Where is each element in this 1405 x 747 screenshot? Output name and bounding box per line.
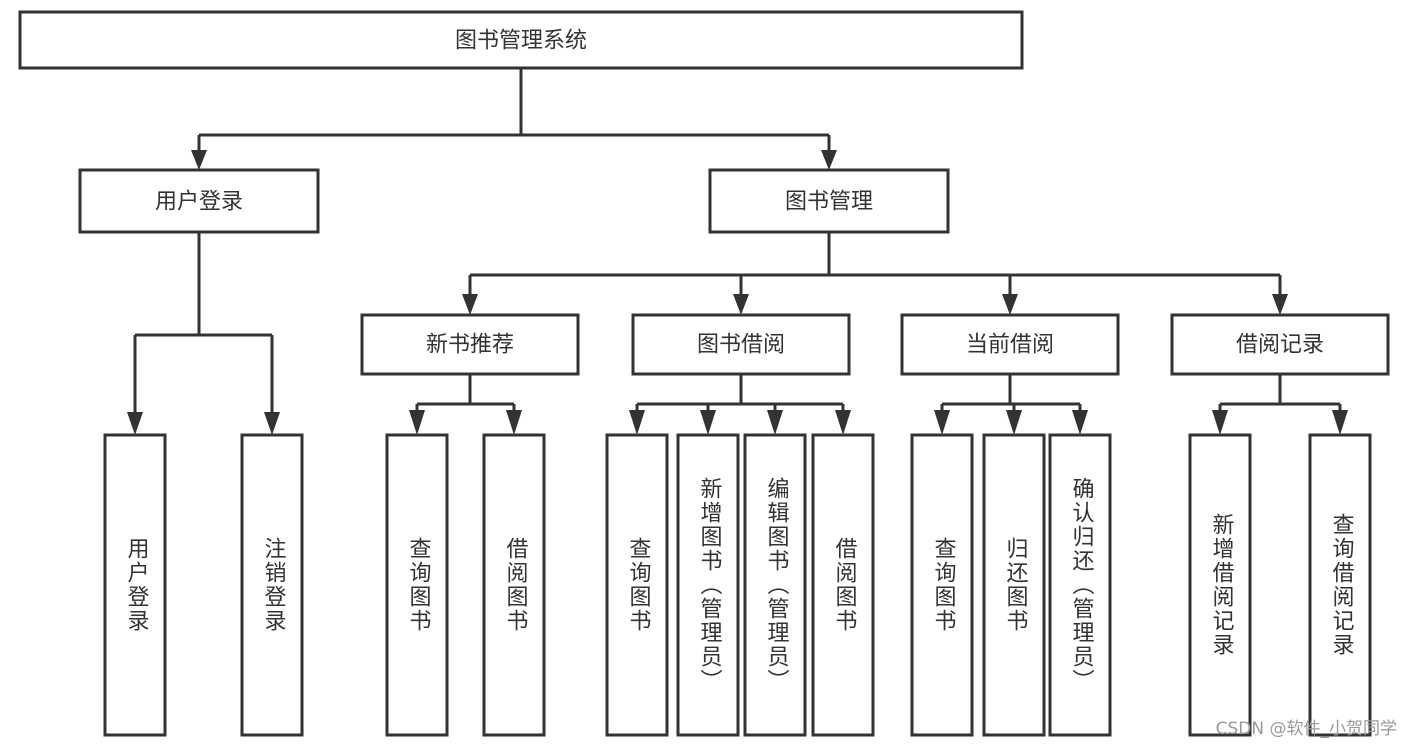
leaf-node-cur-confirm-return-box[interactable] (1048, 433, 1112, 737)
leaf-node-user-logout-box[interactable] (240, 433, 304, 737)
arrow-head-leaf-rec-query-record (1332, 410, 1348, 435)
leaf-node-borrow-edit-book[interactable]: 编辑图书（管理员） (743, 433, 807, 737)
leaf-node-cur-return-book-box[interactable] (982, 433, 1046, 737)
leaf-node-user-login[interactable]: 用户登录 (103, 433, 167, 737)
node-book-borrow-label: 图书借阅 (697, 333, 785, 358)
leaf-node-borrow-query-book-box[interactable] (605, 433, 669, 737)
leaf-node-borrow-add-book-box[interactable] (676, 433, 740, 737)
node-root-label: 图书管理系统 (455, 29, 587, 54)
leaf-node-borrow-edit-book-box[interactable] (743, 433, 807, 737)
node-user-login-label: 用户登录 (155, 190, 243, 215)
node-book-borrow[interactable]: 图书借阅 (631, 313, 851, 376)
leaf-node-borrow-query-book[interactable]: 查询图书 (605, 433, 669, 737)
arrow-head-leaf-rec-borrow-book (506, 410, 522, 435)
leaf-node-cur-return-book-label: 归还图书 (1003, 537, 1029, 633)
leaf-node-rec-add-record[interactable]: 新增借阅记录 (1188, 433, 1252, 737)
leaf-node-rec-add-record-box[interactable] (1188, 433, 1252, 737)
arrow-head-leaf-user-login (127, 412, 143, 435)
arrow-head-leaf-rec-add-record (1212, 410, 1228, 435)
leaf-node-user-login-label: 用户登录 (124, 537, 150, 633)
node-new-book-rec-box[interactable] (360, 313, 580, 376)
leaf-node-rec-query-record[interactable]: 查询借阅记录 (1308, 433, 1372, 737)
node-new-book-rec[interactable]: 新书推荐 (360, 313, 580, 376)
leaf-node-cur-query-book-box[interactable] (910, 433, 974, 737)
arrow-head-leaf-cur-return-book (1006, 410, 1022, 435)
leaf-node-cur-return-book[interactable]: 归还图书 (982, 433, 1046, 737)
node-borrow-record-label: 借阅记录 (1236, 333, 1324, 358)
arrow-head-new-book-rec (462, 294, 478, 315)
arrow-head-leaf-rec-query-book (409, 410, 425, 435)
node-book-manage[interactable]: 图书管理 (708, 168, 950, 234)
node-book-manage-box[interactable] (708, 168, 950, 234)
leaf-node-cur-query-book[interactable]: 查询图书 (910, 433, 974, 737)
node-current-borrow-box[interactable] (900, 313, 1120, 376)
leaf-node-borrow-borrow-book-box[interactable] (811, 433, 875, 737)
arrow-head-leaf-borrow-borrow-book (835, 410, 851, 435)
node-current-borrow[interactable]: 当前借阅 (900, 313, 1120, 376)
leaf-node-cur-confirm-return-label: 确认归还（管理员） (1069, 477, 1095, 693)
arrow-head-leaf-cur-confirm-return (1072, 410, 1088, 435)
leaf-node-rec-query-book[interactable]: 查询图书 (385, 433, 449, 737)
node-book-manage-label: 图书管理 (785, 190, 873, 215)
node-root-box[interactable] (18, 10, 1024, 70)
arrow-head-leaf-user-logout (264, 412, 280, 435)
arrow-head-leaf-cur-query-book (934, 410, 950, 435)
node-book-borrow-box[interactable] (631, 313, 851, 376)
arrow-head-current-borrow (1002, 294, 1018, 315)
leaf-node-user-logout[interactable]: 注销登录 (240, 433, 304, 737)
arrow-head-leaf-borrow-add-book (700, 410, 716, 435)
leaf-node-user-login-box[interactable] (103, 433, 167, 737)
leaf-node-borrow-add-book-label: 新增图书（管理员） (697, 477, 723, 693)
node-new-book-rec-label: 新书推荐 (426, 333, 514, 358)
leaf-node-cur-confirm-return[interactable]: 确认归还（管理员） (1048, 433, 1112, 737)
arrow-head-leaf-borrow-query-book (629, 410, 645, 435)
leaf-node-rec-query-record-box[interactable] (1308, 433, 1372, 737)
leaf-node-borrow-query-book-label: 查询图书 (626, 537, 652, 633)
leaf-node-rec-borrow-book-box[interactable] (482, 433, 546, 737)
leaf-node-borrow-add-book[interactable]: 新增图书（管理员） (676, 433, 740, 737)
leaf-node-rec-query-book-label: 查询图书 (406, 537, 432, 633)
leaf-node-rec-borrow-book[interactable]: 借阅图书 (482, 433, 546, 737)
arrow-head-book-manage (821, 150, 837, 170)
node-borrow-record[interactable]: 借阅记录 (1170, 313, 1390, 376)
node-root[interactable]: 图书管理系统 (18, 10, 1024, 70)
leaf-node-rec-query-record-label: 查询借阅记录 (1329, 513, 1355, 657)
arrow-head-borrow-record (1272, 294, 1288, 315)
leaf-node-user-logout-label: 注销登录 (261, 537, 287, 633)
node-current-borrow-label: 当前借阅 (966, 333, 1054, 358)
leaf-node-borrow-borrow-book-label: 借阅图书 (832, 537, 858, 633)
connector-layer (127, 68, 1348, 435)
leaf-node-borrow-borrow-book[interactable]: 借阅图书 (811, 433, 875, 737)
node-borrow-record-box[interactable] (1170, 313, 1390, 376)
leaf-node-rec-borrow-book-label: 借阅图书 (503, 537, 529, 633)
arrow-head-user-login (191, 150, 207, 170)
leaf-node-rec-add-record-label: 新增借阅记录 (1209, 513, 1235, 657)
node-user-login[interactable]: 用户登录 (78, 168, 320, 234)
leaf-node-rec-query-book-box[interactable] (385, 433, 449, 737)
arrow-head-book-borrow (733, 294, 749, 315)
leaf-node-cur-query-book-label: 查询图书 (931, 537, 957, 633)
arrow-head-leaf-borrow-edit-book (767, 410, 783, 435)
leaf-node-borrow-edit-book-label: 编辑图书（管理员） (764, 477, 790, 693)
node-user-login-box[interactable] (78, 168, 320, 234)
